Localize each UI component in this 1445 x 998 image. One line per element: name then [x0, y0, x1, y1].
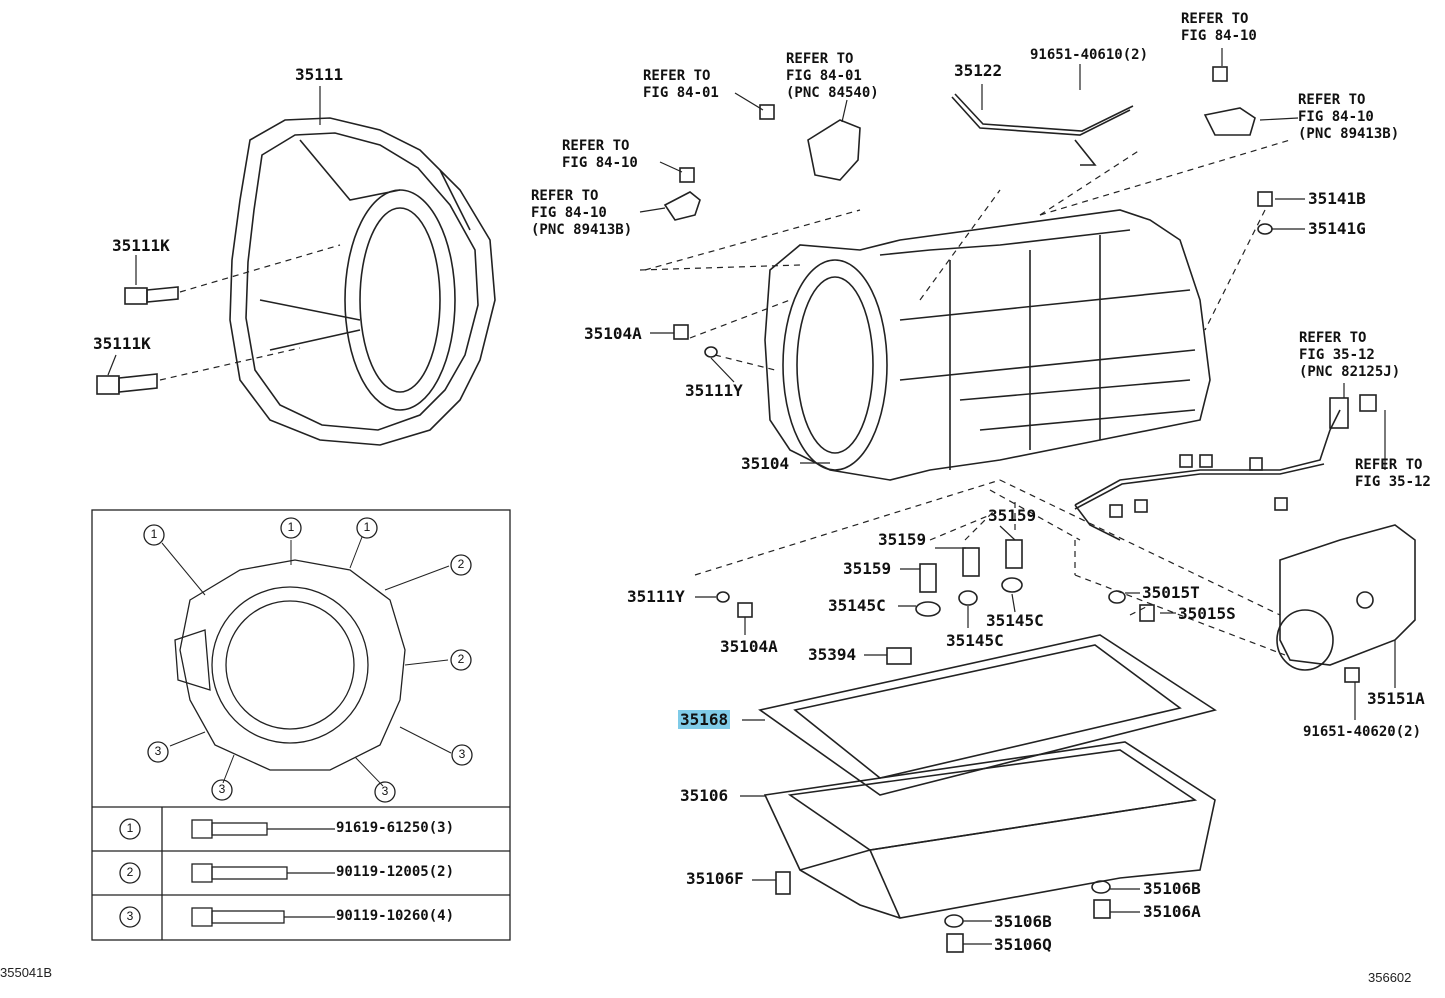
oil-pan-drawing — [763, 741, 1216, 919]
wire-harness-drawing — [1074, 394, 1377, 541]
refer-note-fig-84-10-a[interactable]: REFER TO FIG 84-10 — [562, 138, 638, 171]
inset-callout-1b: 1 — [287, 520, 295, 534]
tube-35122-drawing — [951, 93, 1134, 166]
inset-callout-1c: 1 — [363, 520, 371, 534]
drain-plug-drawing — [775, 871, 1111, 953]
valve-body-cover-drawing — [1276, 524, 1416, 683]
small-parts-drawing — [673, 324, 1155, 665]
key-row-1-part[interactable]: 91619-61250(3) — [336, 820, 455, 836]
part-label-35159-b[interactable]: 35159 — [878, 530, 927, 549]
part-label-35141G[interactable]: 35141G — [1308, 219, 1366, 238]
part-label-35394[interactable]: 35394 — [808, 645, 857, 664]
refer-note-fig-84-10-d[interactable]: REFER TO FIG 84-10 (PNC 89413B) — [1298, 92, 1400, 142]
part-label-35015T[interactable]: 35015T — [1142, 583, 1200, 602]
figure-id-right: 356602 — [1368, 970, 1412, 985]
part-label-35104[interactable]: 35104 — [741, 454, 790, 473]
leader-lines — [107, 48, 1396, 945]
part-label-35145C-a[interactable]: 35145C — [828, 596, 886, 615]
part-label-35106Q[interactable]: 35106Q — [994, 935, 1052, 954]
refer-note-fig-84-10-c[interactable]: REFER TO FIG 84-10 — [1181, 11, 1257, 44]
refer-note-fig-84-01-b[interactable]: REFER TO FIG 84-01 (PNC 84540) — [786, 51, 879, 101]
part-label-35145C-b[interactable]: 35145C — [986, 611, 1044, 630]
part-label-35151A[interactable]: 35151A — [1367, 689, 1425, 708]
inset-callout-3b: 3 — [218, 782, 226, 796]
part-label-35111Y-a[interactable]: 35111Y — [685, 381, 743, 400]
bell-housing-drawing — [229, 117, 496, 446]
part-label-35145C-c[interactable]: 35145C — [946, 631, 1004, 650]
transmission-case-drawing — [764, 209, 1211, 481]
refer-note-fig-84-01-a[interactable]: REFER TO FIG 84-01 — [643, 68, 719, 101]
part-label-35111Y-b[interactable]: 35111Y — [627, 587, 685, 606]
part-label-35106[interactable]: 35106 — [680, 786, 729, 805]
part-label-35015S[interactable]: 35015S — [1178, 604, 1236, 623]
inset-callout-3a: 3 — [154, 744, 162, 758]
part-label-91651-40610[interactable]: 91651-40610(2) — [1030, 47, 1149, 63]
part-label-35106A[interactable]: 35106A — [1143, 902, 1201, 921]
figure-id-left: 355041B — [0, 965, 53, 980]
part-label-35106F[interactable]: 35106F — [686, 869, 744, 888]
inset-callout-2a: 2 — [457, 557, 465, 571]
refer-note-fig-35-12-a[interactable]: REFER TO FIG 35-12 (PNC 82125J) — [1299, 330, 1401, 380]
part-label-35159-a[interactable]: 35159 — [988, 506, 1037, 525]
bolt-35111K-drawing — [96, 286, 179, 395]
key-row-1-num: 1 — [126, 821, 134, 835]
speed-sensor-drawing — [663, 66, 1273, 235]
key-row-2-num: 2 — [126, 865, 134, 879]
oil-pan-gasket-drawing — [758, 634, 1217, 796]
part-label-35111K-a[interactable]: 35111K — [112, 236, 170, 255]
part-label-35111K-b[interactable]: 35111K — [93, 334, 151, 353]
part-label-35141B[interactable]: 35141B — [1308, 189, 1366, 208]
part-label-35159-c[interactable]: 35159 — [843, 559, 892, 578]
key-row-2-part[interactable]: 90119-12005(2) — [336, 864, 455, 880]
inset-callout-3c: 3 — [381, 784, 389, 798]
part-label-35111[interactable]: 35111 — [295, 65, 344, 84]
part-label-35106B-b[interactable]: 35106B — [994, 912, 1052, 931]
part-label-91651-40620[interactable]: 91651-40620(2) — [1303, 724, 1422, 740]
inset-callout-2b: 2 — [457, 652, 465, 666]
key-row-3-num: 3 — [126, 909, 134, 923]
part-label-35106B-a[interactable]: 35106B — [1143, 879, 1201, 898]
refer-note-fig-35-12-b[interactable]: REFER TO FIG 35-12 — [1355, 457, 1431, 490]
inset-box — [91, 509, 511, 941]
part-label-35168-highlight[interactable]: 35168 — [678, 710, 731, 729]
inset-callout-lines — [161, 536, 452, 787]
inset-callout-3d: 3 — [458, 747, 466, 761]
part-label-35104A-a[interactable]: 35104A — [584, 324, 642, 343]
part-label-35168[interactable]: 35168 — [678, 710, 731, 729]
inset-callout-1a: 1 — [150, 527, 158, 541]
part-label-35122[interactable]: 35122 — [954, 61, 1003, 80]
part-label-35104A-b[interactable]: 35104A — [720, 637, 778, 656]
refer-note-fig-84-10-b[interactable]: REFER TO FIG 84-10 (PNC 89413B) — [531, 188, 633, 238]
key-row-3-part[interactable]: 90119-10260(4) — [336, 908, 455, 924]
